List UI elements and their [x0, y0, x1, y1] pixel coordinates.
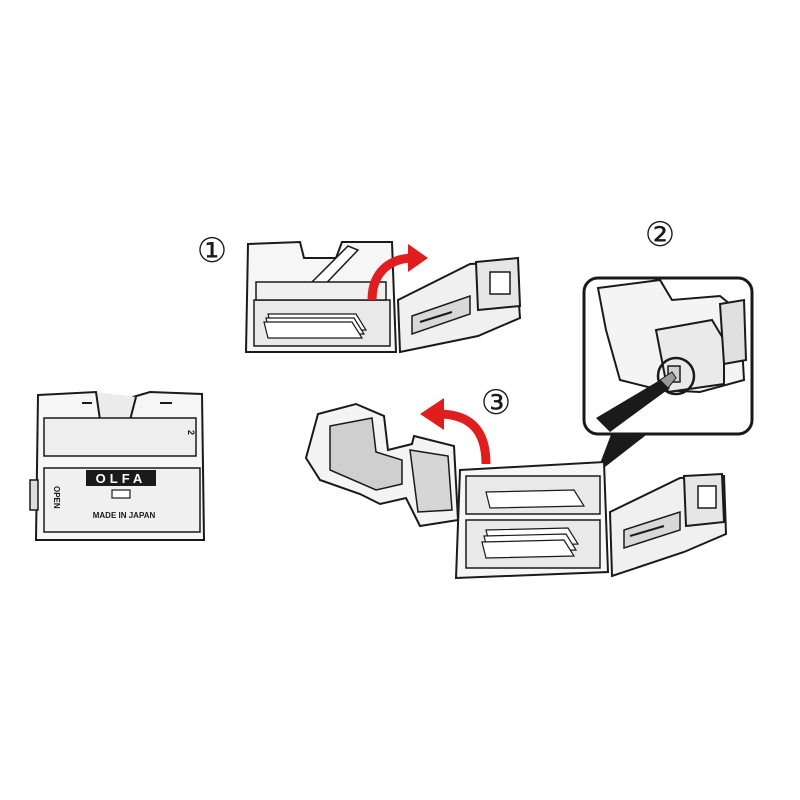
step-2-label: ② [645, 216, 675, 254]
origin-label: MADE IN JAPAN [93, 511, 156, 520]
step-1-open-case [244, 240, 522, 354]
step-3-removed-lid [304, 402, 460, 528]
step-2-zoom-callout [582, 276, 754, 474]
step-1-red-arrowhead [408, 244, 428, 272]
closed-blade-case [29, 390, 206, 541]
open-label: OPEN [52, 486, 61, 509]
side-mark: 2 [186, 430, 196, 435]
step-3-red-arrow [437, 409, 491, 465]
step-3-red-arrowhead [420, 398, 444, 430]
brand-logo: OLFA [96, 471, 147, 486]
step-3-case-body [454, 460, 728, 580]
step-1-label: ① [197, 232, 227, 270]
step-1-red-arrow [367, 253, 415, 301]
step-3-label: ③ [481, 384, 511, 422]
